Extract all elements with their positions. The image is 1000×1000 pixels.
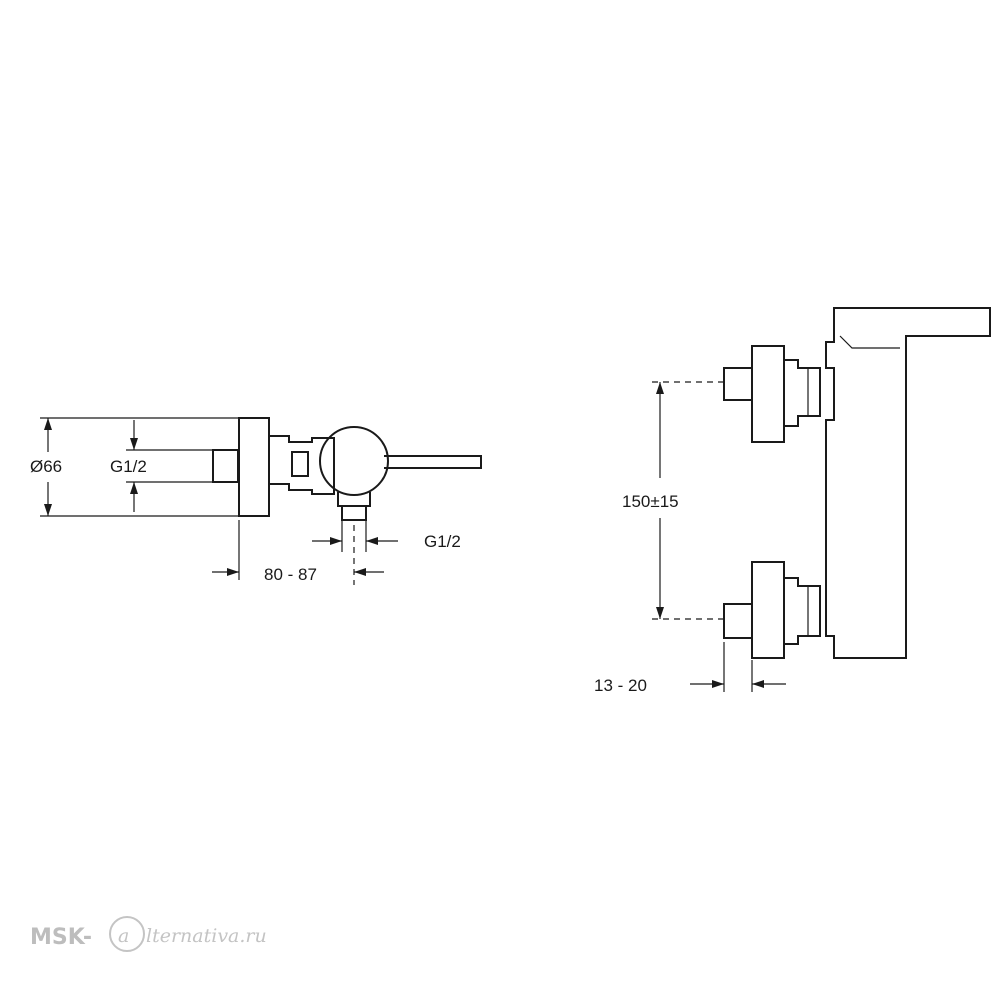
dim-depth <box>212 520 384 580</box>
front-upper-stub <box>723 367 753 401</box>
front-upper-connector <box>784 359 821 427</box>
dim-diameter-label: Ø66 <box>30 457 62 476</box>
side-connector-body <box>269 435 335 495</box>
front-lower-stub <box>723 603 753 639</box>
dim-thread-left-label: G1/2 <box>110 457 147 476</box>
dim-center-distance <box>652 381 724 620</box>
dim-thread-left <box>126 420 213 512</box>
svg-text:MSK-: MSK- <box>30 925 92 950</box>
side-outlet-thread <box>341 505 367 521</box>
front-spout-detail <box>839 335 900 349</box>
watermark-logo: MSK- a lternativa.ru <box>30 916 267 952</box>
side-wall-stub <box>212 449 239 483</box>
front-lower-connector <box>784 577 821 645</box>
dim-center-distance-label: 150±15 <box>622 492 679 511</box>
dim-depth-label: 80 - 87 <box>264 565 317 584</box>
dim-thread-outlet <box>312 520 398 585</box>
side-lever-handle <box>384 455 482 469</box>
front-mixer-body <box>825 307 991 659</box>
dim-offset <box>690 642 786 692</box>
front-lower-flange <box>751 561 785 659</box>
dim-offset-label: 13 - 20 <box>594 676 647 695</box>
side-mixer-body <box>319 426 389 496</box>
front-view: 150±15 13 - 20 <box>594 307 991 695</box>
svg-text:lternativa.ru: lternativa.ru <box>146 925 267 947</box>
side-nut <box>291 451 309 477</box>
side-view: Ø66 G1/2 G1/2 <box>30 417 482 585</box>
side-flange <box>238 417 270 517</box>
dim-diameter <box>40 417 239 517</box>
svg-text:a: a <box>118 925 129 947</box>
dim-thread-outlet-label: G1/2 <box>424 532 461 551</box>
front-upper-flange <box>751 345 785 443</box>
